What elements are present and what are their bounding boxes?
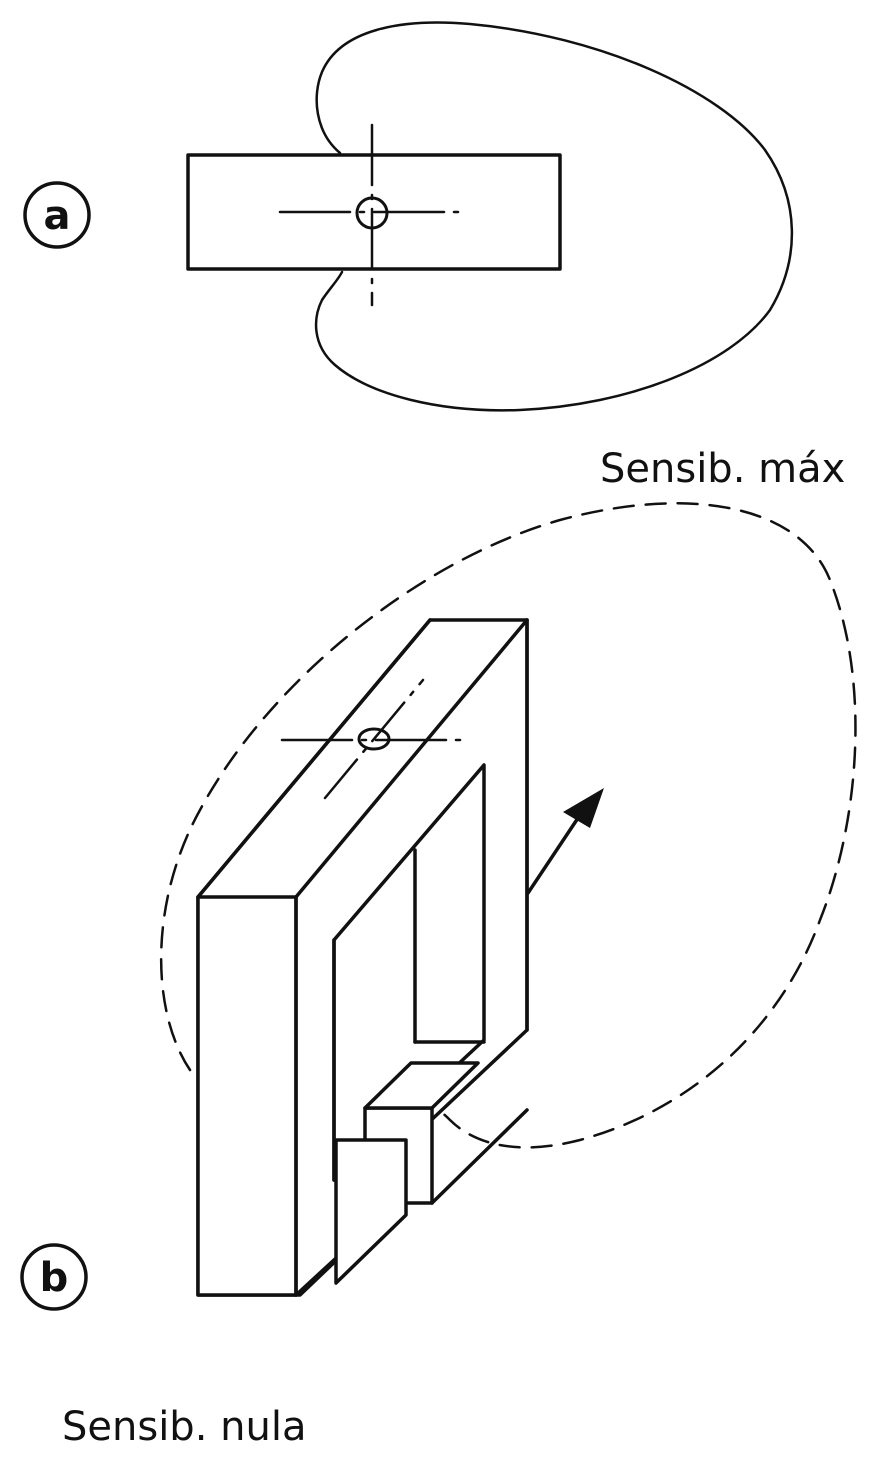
max-sensitivity-label: Sensib. máx [600,446,845,492]
center-marker-circle [355,196,389,230]
part-b-label-circle [20,1243,88,1311]
dashed-lobe-pattern [159,502,857,1149]
top-marker-ellipse [357,727,391,751]
arrow-shaft [526,810,584,895]
part-a-label-circle [23,181,91,249]
cardioid-radiation-pattern [314,21,794,412]
loop-frame-3d [196,618,529,1297]
arrow-head-icon [563,788,604,828]
part-a-label: a [44,193,71,239]
null-sensitivity-label: Sensib. nula [62,1404,306,1450]
part-b-diagram: b Sensib. máx Sensib. nula [20,446,857,1450]
part-b-label: b [40,1255,69,1301]
diagonal-axis-line [323,678,425,800]
part-a-diagram: a [23,21,794,412]
